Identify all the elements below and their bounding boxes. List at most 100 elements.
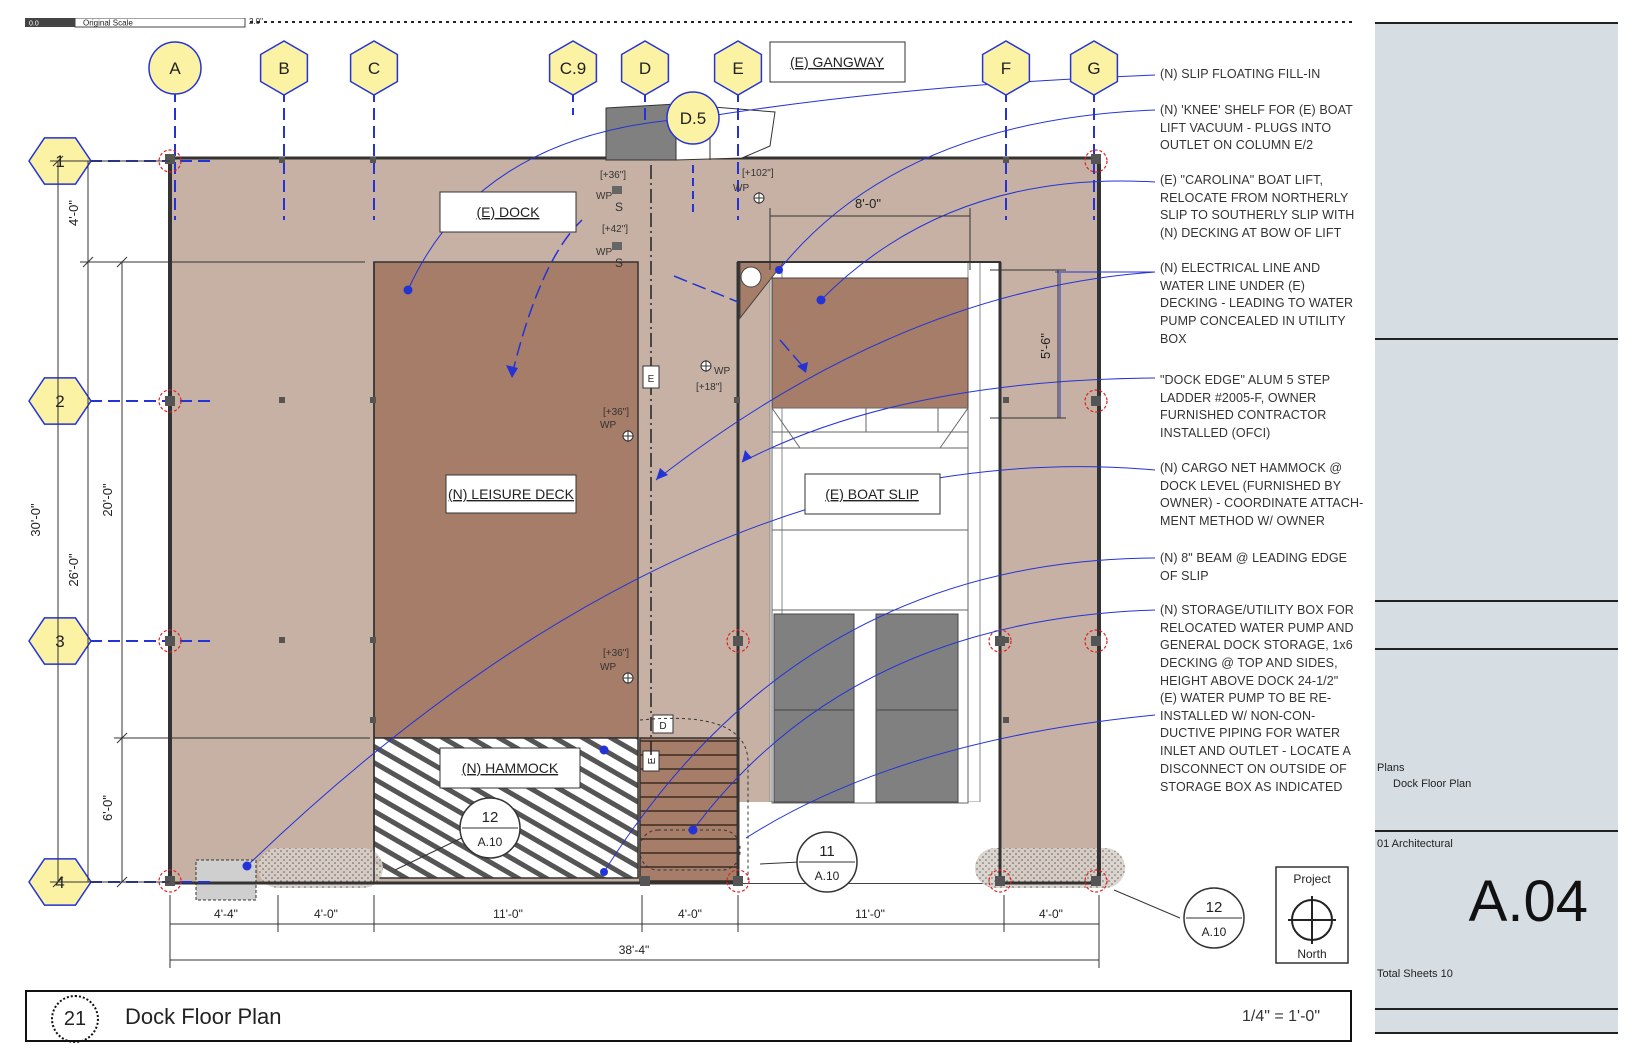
section-tag-3-num: 12 [1206, 899, 1223, 916]
label-boat-slip: (E) BOAT SLIP [825, 486, 919, 502]
grid-row-bubble-3 [28, 617, 92, 665]
note-2-line-2: LIFT VACUUM - PLUGS INTO [1160, 120, 1332, 135]
grid-lines [90, 90, 1095, 883]
section-tag-3[interactable]: 12 A.10 [1113, 887, 1245, 949]
wp-label-1: WP [596, 191, 612, 202]
slip-open-water [738, 802, 1000, 883]
tb-total-sheets: Total Sheets 10 [1377, 968, 1453, 980]
note-6-line-3: OWNER) - COORDINATE ATTACH- [1160, 496, 1364, 511]
label-hammock: (N) HAMMOCK [462, 760, 559, 776]
bottom-edge-hatch-1 [258, 848, 383, 888]
north-arrow: Project North [1275, 866, 1349, 964]
column-markers [158, 149, 1108, 893]
note-9-line-6: STORAGE BOX AS INDICATED [1160, 779, 1343, 794]
slip-fill-in [737, 261, 771, 884]
panel-box-d-label: D [659, 721, 666, 732]
wp-label-2: WP [596, 247, 612, 258]
scale-bar-end: 2.0" [249, 17, 263, 26]
section-tag-2-num: 11 [819, 843, 835, 860]
wp-elev-36-b: [+36"] [603, 407, 629, 418]
grid-bubble-col-c [349, 40, 399, 96]
section-tag-2[interactable]: 11 A.10 [759, 831, 858, 893]
lift-pad-1 [773, 613, 855, 711]
bottom-edge-hatch-2 [975, 848, 1125, 888]
tb-sheet-name: Dock Floor Plan [1393, 778, 1472, 790]
boat-lift-frame [771, 407, 969, 804]
title-block: Plans Dock Floor Plan 01 Architectural A… [1375, 22, 1618, 1034]
dim-11-0-a: 11'-0" [493, 907, 523, 921]
tb-band-2 [1375, 340, 1618, 600]
switch-1: S [615, 200, 623, 214]
dim-8-0: 8'-0" [855, 196, 881, 211]
section-tag-3-sheet: A.10 [1202, 925, 1227, 939]
dim-38-4: 38'-4" [619, 943, 650, 957]
tb-band-3 [1375, 602, 1618, 648]
tb-discipline: 01 Architectural [1377, 838, 1453, 850]
lift-pad-4 [875, 709, 959, 803]
wp-elev-36-c: [+36"] [603, 648, 629, 659]
electrical-symbols: [+36"] WP S [+42"] WP S [+102"] WP WP [+… [596, 168, 774, 684]
label-leisure-deck: (N) LEISURE DECK [448, 486, 575, 502]
note-9-line-4: INLET AND OUTLET - LOCATE A [1160, 744, 1351, 759]
note-5-line-2: LADDER #2005-F, OWNER [1160, 390, 1317, 405]
grid-label-col-c9: C.9 [560, 59, 586, 78]
left-dimensions [50, 155, 370, 888]
note-6-line-2: DOCK LEVEL (FURNISHED BY [1160, 478, 1342, 493]
north-bottom: North [1297, 947, 1326, 961]
grid-label-col-d5: D.5 [680, 109, 706, 128]
dim-30-0: 30'-0" [28, 503, 43, 537]
grid-label-col-e: E [732, 59, 743, 78]
tb-band-5 [1375, 832, 1618, 1008]
note-9-line-1: (E) WATER PUMP TO BE RE- [1160, 691, 1332, 705]
note-3-line-2: RELOCATE FROM NORTHERLY [1160, 190, 1349, 205]
section-tag-1[interactable]: 12 A.10 [394, 797, 521, 871]
note-4-line-3: DECKING - LEADING TO WATER [1160, 296, 1354, 311]
scale-bar-start: 0.0 [29, 21, 39, 28]
note-4-line-1: (N) ELECTRICAL LINE AND [1160, 261, 1321, 275]
wp-label-3: WP [733, 183, 749, 194]
dim-5-6: 5'-6" [1038, 333, 1053, 359]
grid-bubble-col-e [713, 40, 763, 96]
scale-bar-label: Original Scale [83, 19, 133, 28]
gangway-ramp-left [605, 103, 677, 161]
note-9-line-3: DUCTIVE PIPING FOR WATER [1160, 726, 1341, 741]
note-1: (N) SLIP FLOATING FILL-IN [1160, 66, 1375, 84]
note-3: (E) "CAROLINA" BOAT LIFT, RELOCATE FROM N… [1160, 172, 1375, 243]
grid-label-col-d: D [639, 59, 651, 78]
grid-row-label-2: 2 [55, 392, 64, 411]
slip-rail-right [967, 261, 981, 803]
tb-band-1 [1375, 22, 1618, 338]
grid-bubble-col-b [259, 40, 309, 96]
dim-4-0-a: 4'-0" [314, 907, 338, 921]
drawing-number: 21 [51, 995, 99, 1043]
wp-elev-18: [+18"] [696, 382, 722, 393]
tb-band-4 [1375, 650, 1618, 830]
drawing-scale: 1/4" = 1'-0" [1241, 1008, 1320, 1025]
grid-label-col-b: B [278, 59, 289, 78]
grid-bubble-col-f [981, 40, 1031, 96]
grid-bubble-col-d [620, 40, 670, 96]
note-3-line-1: (E) "CAROLINA" BOAT LIFT, [1160, 173, 1324, 187]
note-4: (N) ELECTRICAL LINE AND WATER LINE UNDER … [1160, 260, 1375, 349]
note-9-line-2: INSTALLED W/ NON-CON- [1160, 708, 1316, 723]
note-6: (N) CARGO NET HAMMOCK @DOCK LEVEL (FURNI… [1160, 460, 1375, 531]
drawing-title-bar: 21 Dock Floor Plan 1/4" = 1'-0" [25, 990, 1352, 1043]
wp-elev-102: [+102"] [742, 168, 774, 179]
section-tag-1-num: 12 [482, 809, 499, 826]
note-leaders [246, 74, 1156, 873]
note-7-line-2: OF SLIP [1160, 568, 1209, 583]
tb-sheet-number: A.04 [1468, 869, 1588, 934]
drawing-title: Dock Floor Plan [125, 1004, 282, 1029]
grid-bubble-col-g [1069, 40, 1119, 96]
dim-20-0: 20'-0" [100, 483, 115, 517]
wp-label-5: WP [600, 420, 616, 431]
note-4-line-2: WATER LINE UNDER (E) [1160, 278, 1306, 293]
grid-bubble-col-a [148, 41, 202, 95]
note-8-line-1: (N) STORAGE/UTILITY BOX FOR [1160, 603, 1354, 617]
column-posts [165, 154, 1101, 886]
